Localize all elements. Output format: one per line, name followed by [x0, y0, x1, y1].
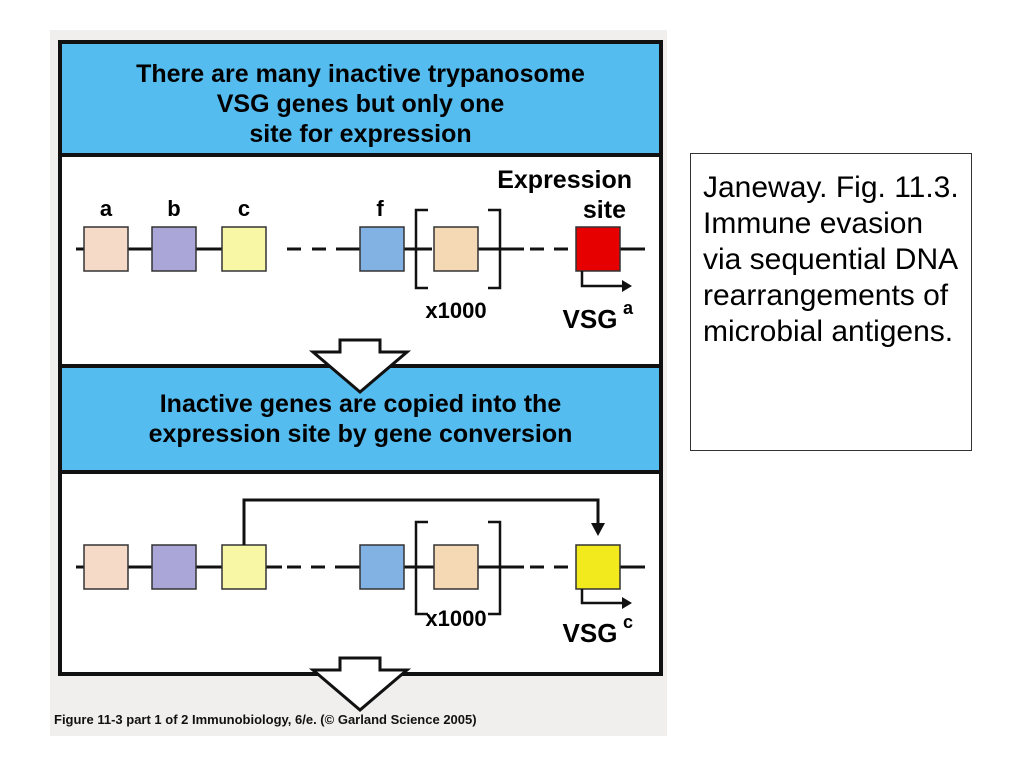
promoter-arrow: [580, 589, 624, 605]
side-note: Janeway. Fig. 11.3. Immune evasion via s…: [690, 153, 972, 451]
vsg-superscript: c: [623, 612, 633, 632]
repeat-bracket-left: [414, 208, 428, 290]
vsg-label: VSG: [563, 618, 618, 648]
gene-a-box: [83, 226, 129, 272]
panel2-title-line: Inactive genes are copied into the: [159, 390, 562, 418]
gene-label-a: a: [100, 196, 113, 221]
gene-diagram: a b c f Expression site x1000 VSG a: [76, 166, 645, 712]
expression-site-label-line: Expression: [497, 166, 632, 194]
gene-c-box: [221, 544, 267, 590]
vsg-label: VSG: [563, 304, 618, 334]
gene-b-box: [151, 544, 197, 590]
gene-conversion-path: [242, 498, 600, 545]
figure-caption: Figure 11-3 part 1 of 2 Immunobiology, 6…: [54, 712, 477, 727]
expression-site-box: [575, 226, 621, 272]
panel1-title-line: site for expression: [249, 119, 472, 148]
promoter-arrow-head: [622, 280, 632, 292]
panel1-title-line: VSG genes but only one: [216, 89, 505, 118]
gene-conversion-arrow-head: [591, 523, 605, 536]
repeat-bracket-right: [488, 208, 502, 290]
gene-b-box: [151, 226, 197, 272]
down-arrow-icon: [308, 656, 412, 712]
panel2-title-line: expression site by gene conversion: [148, 420, 573, 448]
gene-a-box: [83, 544, 129, 590]
vsg-superscript: a: [623, 298, 634, 318]
expression-site-label-line: site: [583, 196, 626, 224]
gene-repeat-box: [433, 226, 479, 272]
repeat-bracket-right: [488, 520, 502, 616]
gene-f-box: [359, 226, 405, 272]
gene-label-c: c: [238, 196, 250, 221]
panel1-header: There are many inactive trypanosome VSG …: [58, 40, 663, 167]
repeat-bracket-left: [414, 520, 428, 616]
expression-site-box: [575, 544, 621, 590]
gene-label-b: b: [167, 196, 180, 221]
gene-f-box: [359, 544, 405, 590]
promoter-arrow-head: [622, 597, 632, 609]
gene-repeat-box: [433, 544, 479, 590]
down-arrow-icon: [308, 338, 412, 394]
figure: There are many inactive trypanosome VSG …: [50, 30, 667, 736]
repeat-label: x1000: [425, 298, 486, 323]
gene-label-f: f: [376, 196, 384, 221]
gene-c-box: [221, 226, 267, 272]
promoter-arrow: [580, 271, 624, 288]
repeat-label: x1000: [425, 606, 486, 631]
panel1-title-line: There are many inactive trypanosome: [136, 59, 585, 88]
